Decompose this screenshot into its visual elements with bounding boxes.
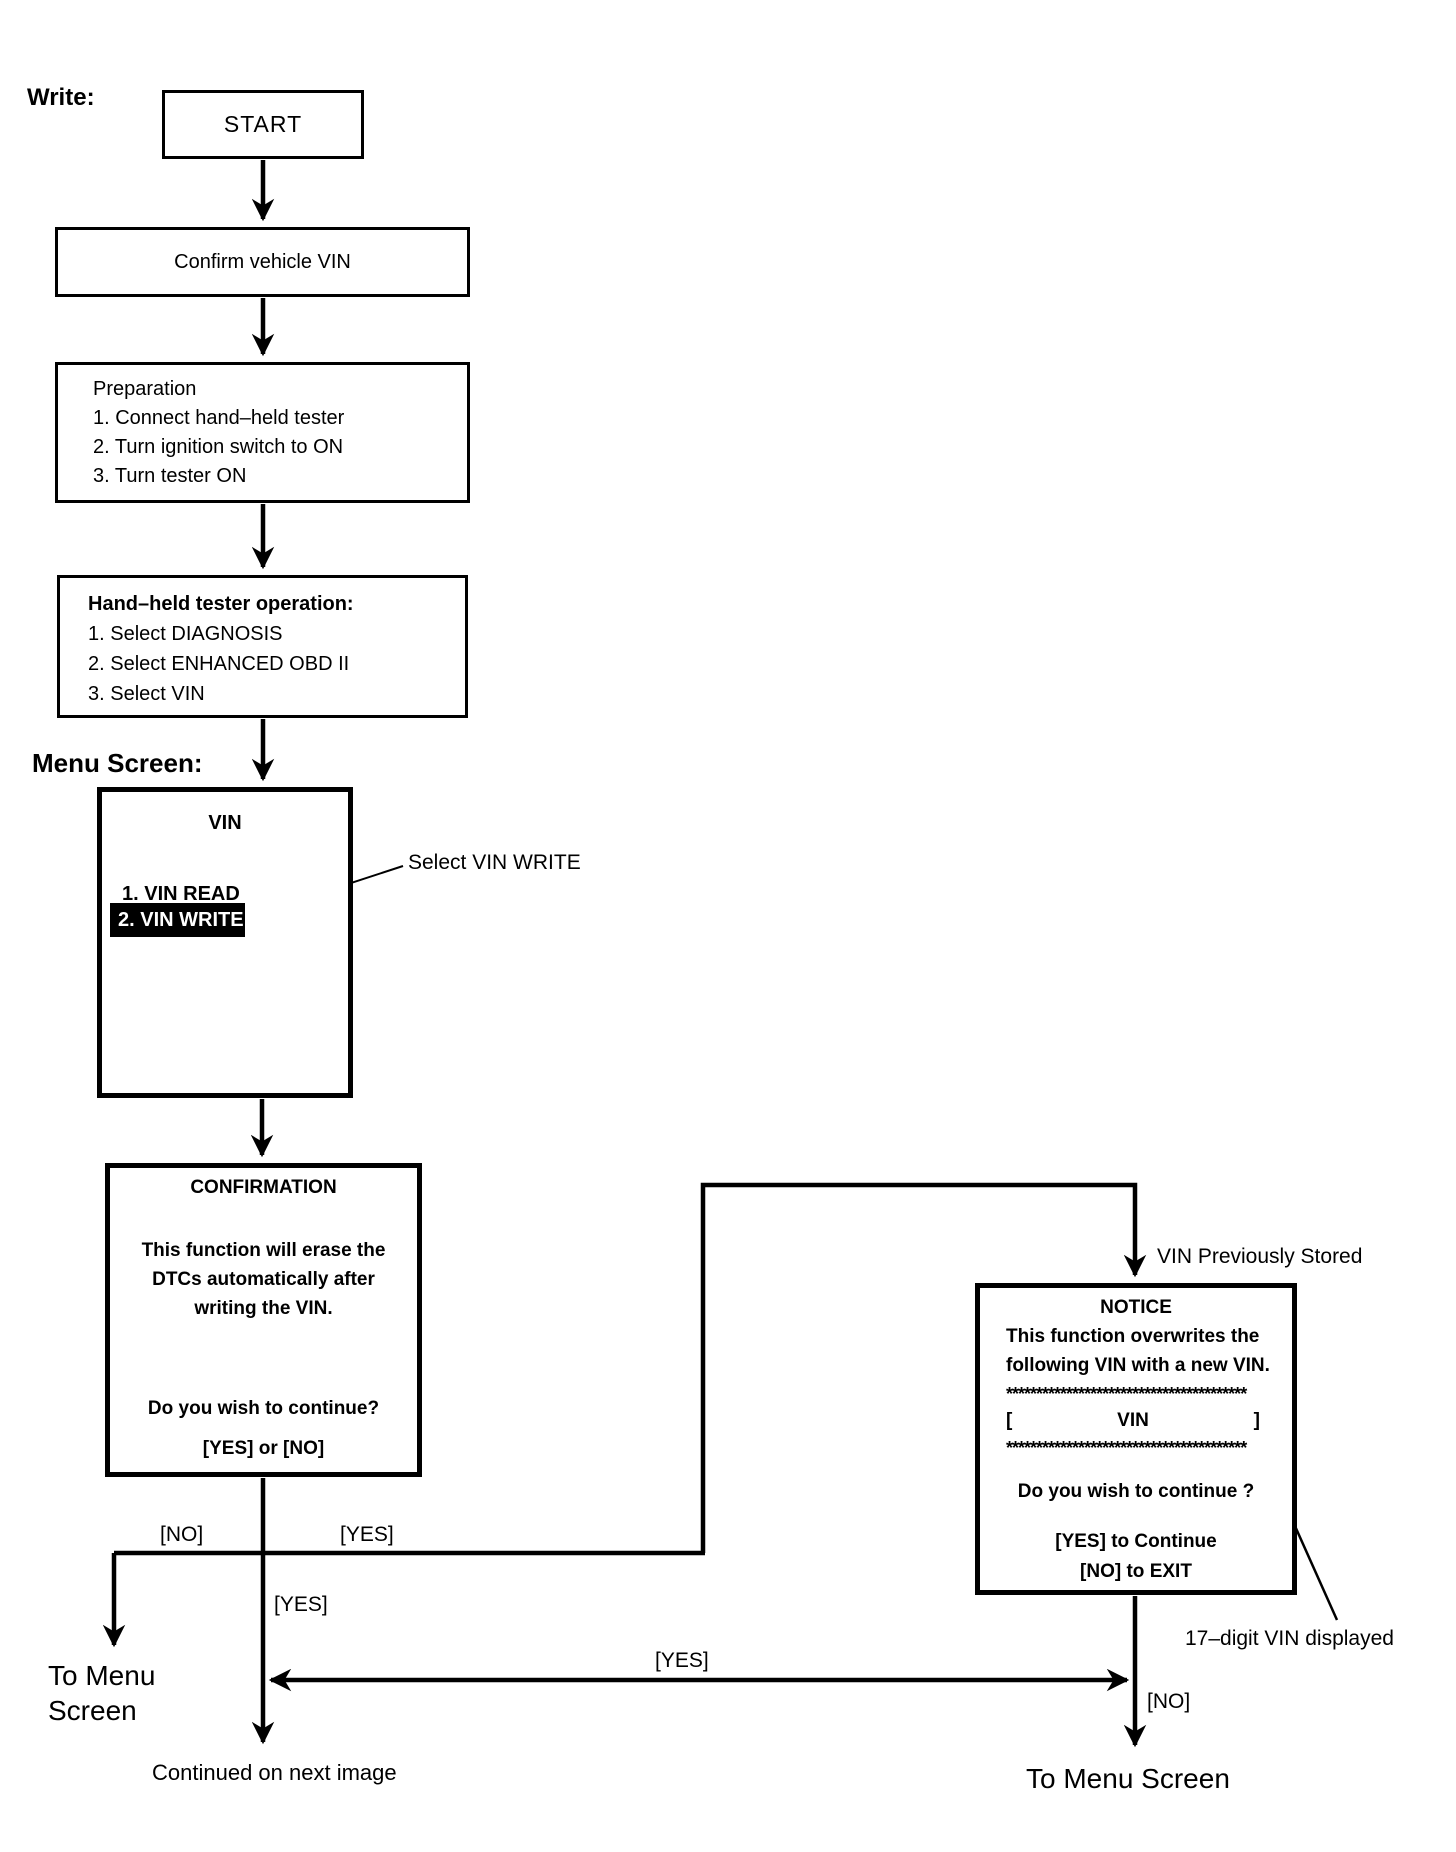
tester-operation-title: Hand–held tester operation: <box>88 593 354 615</box>
17-digit-vin-annotation: 17–digit VIN displayed <box>1185 1627 1394 1650</box>
start-box: START <box>162 90 364 159</box>
preparation-title: Preparation <box>93 378 197 400</box>
vin-menu-item-write: 2. VIN WRITE <box>118 908 244 931</box>
tester-operation-box: Hand–held tester operation: 1. Select DI… <box>57 575 468 718</box>
edge-label-yes-right: [YES] <box>340 1523 394 1546</box>
notice-body-1: This function overwrites the <box>1006 1326 1260 1347</box>
vin-menu-box: VIN 1. VIN READ 2. VIN WRITE <box>97 787 353 1098</box>
edge-label-no-left: [NO] <box>160 1523 204 1546</box>
to-menu-screen-right-terminal: To Menu Screen <box>1026 1763 1230 1794</box>
confirmation-options: [YES] or [NO] <box>202 1438 325 1459</box>
notice-title: NOTICE <box>1100 1297 1172 1318</box>
to-menu-screen-left-line1: To Menu <box>48 1660 156 1691</box>
confirm-vin-box: Confirm vehicle VIN <box>55 227 470 297</box>
continued-terminal: Continued on next image <box>152 1760 397 1785</box>
notice-box: NOTICE This function overwrites the foll… <box>975 1283 1297 1595</box>
vin-previously-stored-annotation: VIN Previously Stored <box>1157 1245 1363 1268</box>
tester-operation-step-1: 1. Select DIAGNOSIS <box>88 623 283 645</box>
write-section-label: Write: <box>27 84 95 111</box>
confirmation-title: CONFIRMATION <box>190 1177 337 1198</box>
menu-screen-label: Menu Screen: <box>32 748 203 778</box>
tester-operation-step-3: 3. Select VIN <box>88 683 205 705</box>
to-menu-screen-left-line2: Screen <box>48 1695 137 1726</box>
notice-body-2: following VIN with a new VIN. <box>1006 1355 1270 1376</box>
notice-question: Do you wish to continue ? <box>1017 1481 1255 1502</box>
notice-bracket-open: [ <box>1006 1410 1013 1431</box>
select-vin-write-annotation: Select VIN WRITE <box>408 851 581 874</box>
confirmation-body-2: DTCs automatically after <box>152 1269 375 1290</box>
notice-stars-bottom: **************************************** <box>1006 1438 1247 1458</box>
confirmation-body-1: This function will erase the <box>141 1240 386 1261</box>
confirmation-body-3: writing the VIN. <box>194 1298 333 1319</box>
to-menu-screen-left-terminal: To Menu Screen <box>48 1658 155 1728</box>
confirmation-box: CONFIRMATION This function will erase th… <box>105 1163 422 1477</box>
notice-vin-label: VIN <box>1117 1410 1149 1431</box>
confirm-vin-label: Confirm vehicle VIN <box>174 250 351 273</box>
confirmation-question: Do you wish to continue? <box>147 1398 380 1419</box>
notice-bracket-close: ] <box>1253 1410 1260 1431</box>
vin-menu-item-read: 1. VIN READ <box>122 883 240 905</box>
preparation-step-1: 1. Connect hand–held tester <box>93 407 345 429</box>
preparation-step-3: 3. Turn tester ON <box>93 465 247 487</box>
tester-operation-step-2: 2. Select ENHANCED OBD II <box>88 653 350 675</box>
edge-label-yes-down: [YES] <box>274 1593 328 1616</box>
notice-stars-top: **************************************** <box>1006 1384 1247 1404</box>
notice-no-line: [NO] to EXIT <box>1080 1561 1192 1582</box>
vin-menu-title: VIN <box>208 812 242 834</box>
preparation-box: Preparation 1. Connect hand–held tester … <box>55 362 470 503</box>
preparation-step-2: 2. Turn ignition switch to ON <box>93 436 344 458</box>
notice-vin-row: [ VIN ] <box>1006 1410 1260 1432</box>
start-box-label: START <box>223 111 303 137</box>
vin-menu-item-write-highlight: 2. VIN WRITE <box>110 903 245 937</box>
edge-label-no-notice: [NO] <box>1147 1690 1191 1713</box>
notice-yes-line: [YES] to Continue <box>1055 1531 1217 1552</box>
edge-label-yes-cross: [YES] <box>655 1649 709 1672</box>
